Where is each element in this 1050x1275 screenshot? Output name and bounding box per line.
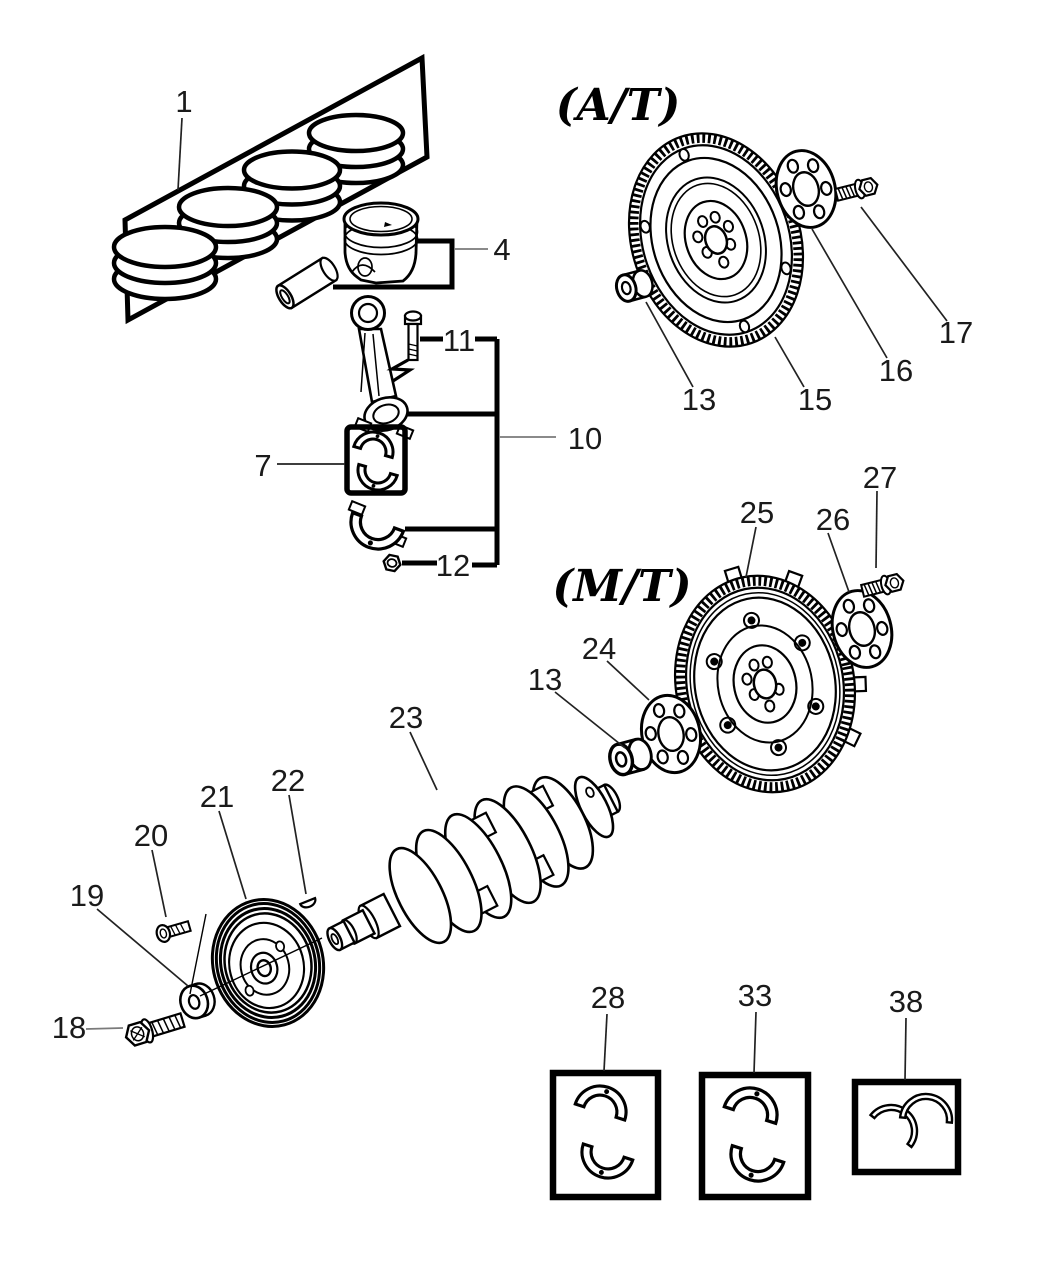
pulley-bolt [155,919,192,943]
callout-22: 22 [271,763,305,798]
mt-bolt [859,570,907,602]
leader-23 [409,731,438,791]
pulley-washer [179,982,216,1020]
callout-17: 17 [939,315,973,350]
at-bolt [833,174,881,206]
leader-1 [177,117,183,191]
section-title-mt: (M/T) [552,561,691,612]
callout-7: 7 [254,448,271,483]
leader-28 [603,1013,608,1072]
leader-19 [96,908,189,987]
callout-23: 23 [389,700,423,735]
callout-11: 11 [443,323,475,358]
callout-25: 25 [740,495,774,530]
callout-15: 15 [798,382,832,417]
callouts: 1 4 7 10 11 12 13 15 16 17 25 26 27 24 1… [52,84,973,1045]
leader-16 [811,228,888,359]
leader-20 [151,849,167,918]
thrust-washer-box [851,1078,962,1176]
connecting-rod [350,295,415,441]
callout-28: 28 [591,980,625,1015]
crankshaft [326,775,622,952]
connecting-rod-group [341,295,500,573]
crankshaft-key [298,896,317,909]
leader-13-at [645,301,694,388]
break-mark [386,358,415,383]
callout-19: 19 [70,878,104,913]
callout-20: 20 [134,818,168,853]
callout-21: 21 [200,779,234,814]
mt-group [604,565,907,794]
section-title-at: (A/T) [556,80,681,131]
assembly-guide-line [189,913,207,995]
leader-24 [606,660,650,701]
piston-ring-set [111,53,430,325]
leader-lines [85,117,948,1081]
crankshaft-bolt [124,1011,186,1047]
leader-13-mt [554,691,626,749]
callout-4: 4 [493,232,510,267]
mt-flywheel [673,565,868,794]
callout-13-mt: 13 [528,662,562,697]
at-drive-plate [627,132,805,348]
callout-12: 12 [436,548,470,583]
callout-38: 38 [889,984,923,1019]
piston [342,201,420,285]
leader-17 [860,206,948,322]
callout-13-at: 13 [682,382,716,417]
pulley-group [124,896,326,1047]
assembly-axis-line [199,937,323,997]
at-group [612,132,881,348]
connecting-rod-bolt [403,310,423,362]
piston-pin [275,256,339,310]
callout-33: 33 [738,978,772,1013]
callout-27: 27 [863,460,897,495]
callout-24: 24 [582,631,616,666]
rod-bearing-box [344,424,408,497]
leader-15 [774,336,805,388]
callout-26: 26 [816,502,850,537]
callout-16: 16 [879,353,913,388]
rod-nut [382,553,402,573]
mt-crank-bushing [604,734,657,779]
leader-21 [218,810,247,900]
callout-10: 10 [568,421,602,456]
leader-27 [875,490,878,569]
leader-33 [753,1011,757,1074]
at-crank-bushing [612,266,657,306]
callout-1: 1 [175,84,192,119]
assembly-bracket [402,336,500,568]
piston-with-pin [275,201,455,310]
leader-26 [827,532,850,593]
leader-38 [904,1017,907,1081]
leader-22 [288,794,307,895]
rod-cap [341,499,408,559]
bearing-boxes [549,1069,962,1201]
leader-25 [745,526,757,578]
leader-18 [85,1027,124,1030]
callout-18: 18 [52,1010,86,1045]
